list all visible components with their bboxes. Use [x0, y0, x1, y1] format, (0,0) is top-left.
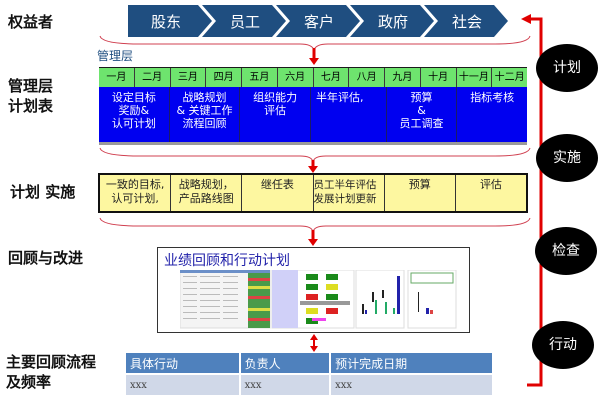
review-title: 业绩回顾和行动计划	[164, 253, 290, 269]
plan-item: 组织能力 评估	[240, 87, 312, 142]
chevron-label: 股东	[151, 13, 181, 31]
pdca-return-line	[527, 17, 543, 387]
chevron-label: 客户	[304, 13, 334, 31]
label-review: 回顾与改进	[8, 249, 84, 267]
plan-item: 预算 & 员工调查	[387, 87, 458, 142]
arrowhead-icon	[308, 239, 318, 246]
pdca-act: 行动	[532, 321, 594, 369]
header-due-date: 预计完成日期	[331, 353, 492, 373]
execution-item: 一致的目标, 认可计划,	[100, 175, 172, 211]
chevron-customers: 客户	[276, 5, 360, 37]
label-management-plan: 管理层 计划表	[8, 77, 54, 115]
arrowhead-icon	[308, 166, 318, 173]
plan-item: 指标考核	[470, 91, 515, 104]
pdca-do: 实施	[536, 134, 598, 182]
arrow-left-icon	[521, 14, 531, 24]
label-review-process: 主要回顾流程 及频率	[6, 353, 97, 391]
execution-item: 预算	[385, 175, 456, 211]
thumbnail-bar-chart	[355, 270, 405, 329]
month-cell: 一月	[99, 68, 135, 88]
chevron-shareholders: 股东	[128, 5, 212, 37]
brace-execution	[99, 217, 531, 233]
chevron-label: 政府	[378, 13, 408, 31]
plan-item: 设定目标 奖励& 认可计划	[99, 87, 170, 142]
plan-item: 半年评估,	[311, 87, 387, 142]
review-box: 业绩回顾和行动计划	[157, 247, 470, 333]
month-cell: 六月	[278, 68, 314, 88]
month-cell: 八月	[349, 68, 385, 88]
execution-item: 战略规划， 产品路线图	[171, 175, 243, 211]
month-cell: 五月	[242, 68, 278, 88]
chevron-employees: 员工	[202, 5, 286, 37]
month-cell: 三月	[171, 68, 207, 88]
plan-item: 战略规划 & 关键工作 流程回顾	[170, 87, 241, 142]
header-owner: 负责人	[240, 353, 330, 373]
chevron-label: 员工	[230, 13, 260, 31]
report-thumbnails	[180, 270, 457, 329]
brace-stakeholders	[99, 35, 531, 52]
action-table: 具体行动 负责人 预计完成日期 xxx xxx xxx	[124, 353, 494, 395]
table-row: xxx xxx xxx	[126, 373, 492, 395]
management-label: 管理层	[97, 49, 134, 63]
month-cell: 七月	[314, 68, 350, 88]
pdca-plan: 计划	[536, 44, 598, 92]
cell-action: xxx	[126, 373, 239, 395]
thumbnail-spreadsheet	[180, 270, 271, 329]
execution-table: 一致的目标, 认可计划, 战略规划， 产品路线图 继任表 员工半年评估 发展计划…	[98, 173, 528, 213]
month-cell: 九月	[385, 68, 421, 88]
month-cell: 十月	[421, 68, 457, 88]
stakeholder-chevrons: 股东 员工 客户 政府 社会	[128, 5, 508, 37]
execution-item: 评估	[479, 178, 502, 191]
label-execution: 计划 实施	[10, 183, 76, 201]
month-cell: 十二月	[494, 72, 525, 83]
month-cell: 二月	[135, 68, 171, 88]
thumbnail-line-chart	[407, 270, 457, 329]
cell-owner: xxx	[240, 373, 330, 395]
header-action: 具体行动	[126, 353, 239, 373]
chevron-society: 社会	[424, 5, 508, 37]
thumbnail-scorecard	[271, 270, 355, 329]
action-table-header: 具体行动 负责人 预计完成日期	[126, 353, 492, 373]
month-cell: 十一月	[457, 68, 493, 88]
month-row: 一月 二月 三月 四月 五月 六月 七月 八月 九月 十月 十一月 十二月	[99, 67, 527, 88]
chevron-label: 社会	[452, 13, 482, 31]
pdca-check: 检查	[535, 227, 597, 275]
execution-item: 员工半年评估 发展计划更新	[314, 175, 385, 211]
month-cell: 四月	[206, 68, 242, 88]
execution-item: 继任表	[242, 175, 314, 211]
plan-body: 设定目标 奖励& 认可计划 战略规划 & 关键工作 流程回顾 组织能力 评估 半…	[99, 87, 527, 142]
label-stakeholders: 权益者	[8, 13, 54, 31]
cell-due-date: xxx	[331, 373, 492, 395]
arrowhead-icon	[309, 58, 319, 65]
brace-plan	[99, 147, 531, 163]
chevron-government: 政府	[350, 5, 434, 37]
